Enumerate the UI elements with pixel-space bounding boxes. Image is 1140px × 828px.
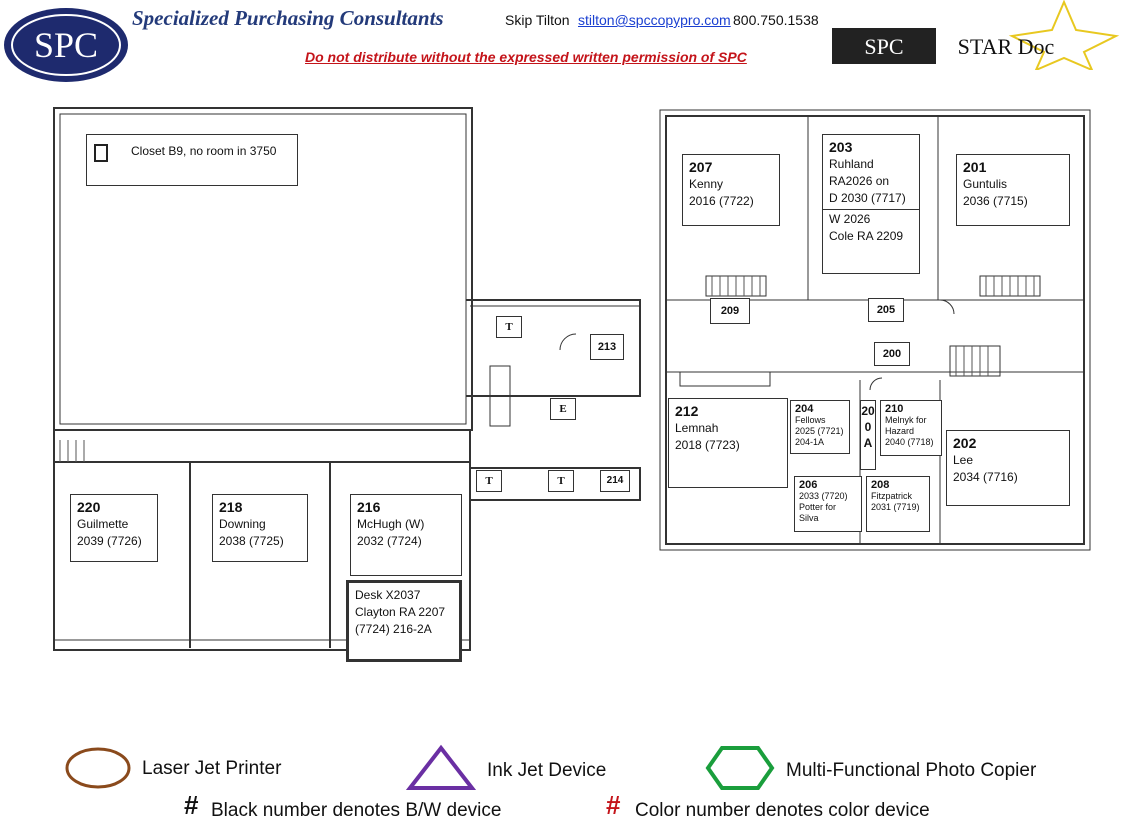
room-206: 206 2033 (7720) Potter for Silva (794, 476, 862, 532)
room-extra: 204-1A (795, 437, 825, 447)
star-logo-left: SPC (864, 34, 903, 59)
room-number: 201 (963, 159, 987, 175)
room-device: 2039 (7726) (77, 534, 142, 548)
room-line: D 2030 (7717) (829, 191, 906, 205)
legend-mfp: Multi-Functional Photo Copier (786, 760, 1037, 781)
room-number: 218 (219, 499, 243, 515)
room-208: 208 Fitzpatrick 2031 (7719) (866, 476, 930, 532)
room-occupant: Kenny (689, 177, 724, 191)
room-number: 210 (885, 403, 904, 415)
closet-label: Closet B9, no room in 3750 (131, 144, 277, 158)
hash-red-icon: # (606, 790, 621, 820)
room-occupant: Downing (219, 517, 266, 531)
room-device: 2025 (7721) (795, 426, 844, 436)
contact-email-link[interactable]: stilton@spccopypro.com (578, 12, 731, 28)
legend-inkjet: Ink Jet Device (487, 760, 607, 781)
marker-t: T (496, 316, 522, 338)
room-218: 218 Downing 2038 (7725) (212, 494, 308, 562)
contact-phone: 800.750.1538 (733, 12, 819, 28)
room-number: 208 (871, 479, 890, 491)
mfp-hexagon-icon (705, 746, 775, 790)
room-device: 2031 (7719) (871, 502, 920, 512)
star-logo-right: STAR Doc (958, 34, 1055, 59)
room-device: 2034 (7716) (953, 470, 1018, 484)
desk-line: Desk X2037 (355, 588, 421, 602)
desk-line: Clayton RA 2207 (355, 605, 446, 619)
room-occupant: Guilmette (77, 517, 129, 531)
marker-e: E (550, 398, 576, 420)
room-occupant: Fitzpatrick (871, 491, 913, 501)
closet-icon (94, 144, 108, 162)
contact-name: Skip Tilton (505, 12, 570, 28)
room-occupant: Fellows (795, 415, 826, 425)
legend-color: Color number denotes color device (635, 800, 930, 821)
hash-black-icon: # (184, 790, 199, 820)
room-205: 205 (868, 298, 904, 322)
star-doc-logo: SPC STAR Doc (832, 0, 1120, 70)
distribution-warning: Do not distribute without the expressed … (305, 49, 747, 65)
spc-logo: SPC (4, 8, 128, 82)
room-occupant: McHugh (W) (357, 517, 425, 531)
room-occupant: Lemnah (675, 421, 719, 435)
company-title: Specialized Purchasing Consultants (132, 6, 444, 30)
room-number: 212 (675, 403, 699, 419)
legend-bw: Black number denotes B/W device (211, 800, 502, 821)
room-213: 213 (590, 334, 624, 360)
room-210: 210 Melnyk for Hazard 2040 (7718) (880, 400, 942, 456)
room-device: 2032 (7724) (357, 534, 422, 548)
room-number: 206 (799, 479, 818, 491)
room-220: 220 Guilmette 2039 (7726) (70, 494, 158, 562)
closet-label-box: Closet B9, no room in 3750 (86, 134, 298, 186)
inkjet-triangle-icon (406, 744, 476, 790)
room-200a: 200A (860, 400, 876, 470)
marker-t: T (548, 470, 574, 492)
room-number: 204 (795, 403, 814, 415)
logo-text: SPC (34, 25, 98, 65)
room-214: 214 (600, 470, 630, 492)
room-line: RA2026 on (829, 174, 890, 188)
room-line: W 2026 (823, 209, 919, 228)
room-number: 203 (829, 139, 853, 155)
marker-t: T (476, 470, 502, 492)
room-216: 216 McHugh (W) 2032 (7724) (350, 494, 462, 576)
room-device: 2036 (7715) (963, 194, 1028, 208)
room-204: 204 Fellows 2025 (7721) 204-1A (790, 400, 850, 454)
room-device: 2033 (7720) (799, 491, 848, 501)
room-209: 209 (710, 298, 750, 324)
room-number: 202 (953, 435, 977, 451)
room-200: 200 (874, 342, 910, 366)
desk-line: (7724) 216-2A (355, 622, 432, 636)
room-line: Ruhland (829, 157, 874, 171)
room-occupant: Potter for Silva (799, 502, 837, 523)
room-201: 201 Guntulis 2036 (7715) (956, 154, 1070, 226)
room-occupant: Melnyk for Hazard (885, 415, 927, 436)
room-line: Cole RA 2209 (829, 229, 904, 243)
room-device: 2038 (7725) (219, 534, 284, 548)
room-212: 212 Lemnah 2018 (7723) (668, 398, 788, 488)
room-occupant: Lee (953, 453, 974, 467)
room-device: 2040 (7718) (885, 437, 934, 447)
room-occupant: Guntulis (963, 177, 1008, 191)
legend-laser: Laser Jet Printer (142, 758, 282, 779)
room-207: 207 Kenny 2016 (7722) (682, 154, 780, 226)
room-203: 203 Ruhland RA2026 on D 2030 (7717) W 20… (822, 134, 920, 274)
desk-216-2a: Desk X2037 Clayton RA 2207 (7724) 216-2A (346, 580, 462, 662)
room-number: 216 (357, 499, 381, 515)
laser-printer-oval-icon (65, 747, 131, 789)
room-device: 2018 (7723) (675, 438, 740, 452)
room-device: 2016 (7722) (689, 194, 754, 208)
room-number: 220 (77, 499, 101, 515)
room-202: 202 Lee 2034 (7716) (946, 430, 1070, 506)
room-number: 207 (689, 159, 713, 175)
